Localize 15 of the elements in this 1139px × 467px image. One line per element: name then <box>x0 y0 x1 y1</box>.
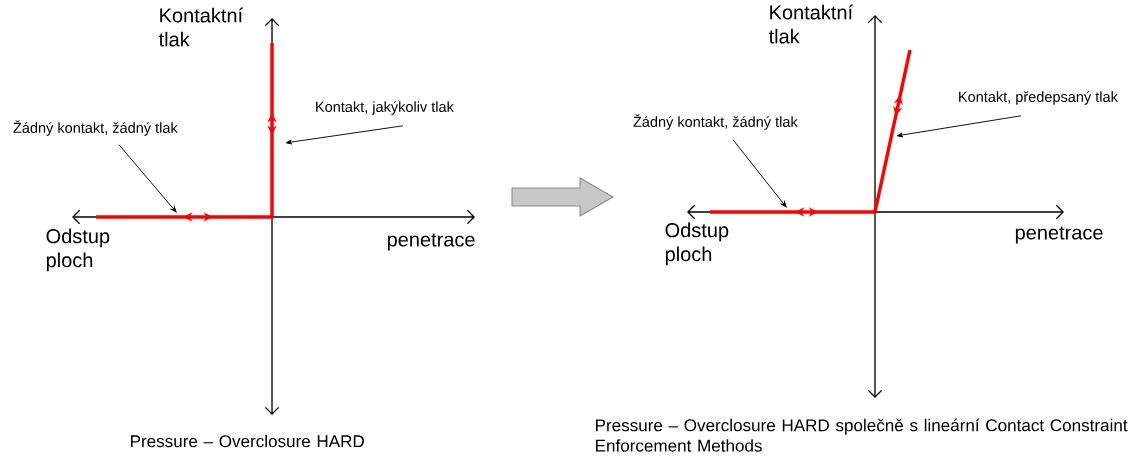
caption: Pressure – Overclosure HARD <box>131 434 364 448</box>
leader-line <box>285 125 404 145</box>
leader-line <box>732 139 787 208</box>
axis-label: penetrace <box>387 233 475 251</box>
axis-label: penetrace <box>1015 226 1103 244</box>
callout-text: Kontakt, jakýkoliv tlak <box>316 101 454 115</box>
caption: Pressure – Overclosure HARD společně s lineární Contact Constraint Enforcement Methods <box>596 418 1128 452</box>
axis-label: Odstup ploch <box>46 228 110 272</box>
axis-label: Odstup ploch <box>665 222 729 266</box>
axis-label: Kontaktní tlak <box>158 7 243 47</box>
callout-text: Kontakt, předepsaný tlak <box>959 91 1118 105</box>
leader-line <box>118 144 177 213</box>
callout-text: Žádný kontakt, žádný tlak <box>13 120 178 136</box>
callout-text: Žádný kontakt, žádný tlak <box>633 114 798 130</box>
leader-line <box>896 115 1022 138</box>
